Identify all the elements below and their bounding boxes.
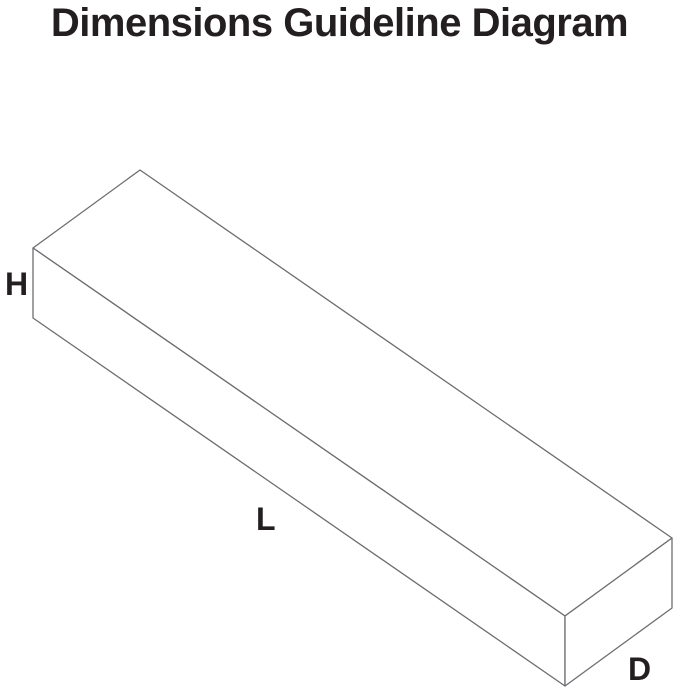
- depth-label: D: [628, 651, 651, 687]
- box-end-face: [564, 537, 673, 687]
- length-label: L: [256, 501, 276, 537]
- height-label: H: [5, 266, 28, 302]
- box-top-face: [32, 169, 673, 617]
- page-title: Dimensions Guideline Diagram: [50, 1, 629, 45]
- box-outline: [32, 169, 673, 687]
- dimension-labels: H L D: [5, 266, 651, 687]
